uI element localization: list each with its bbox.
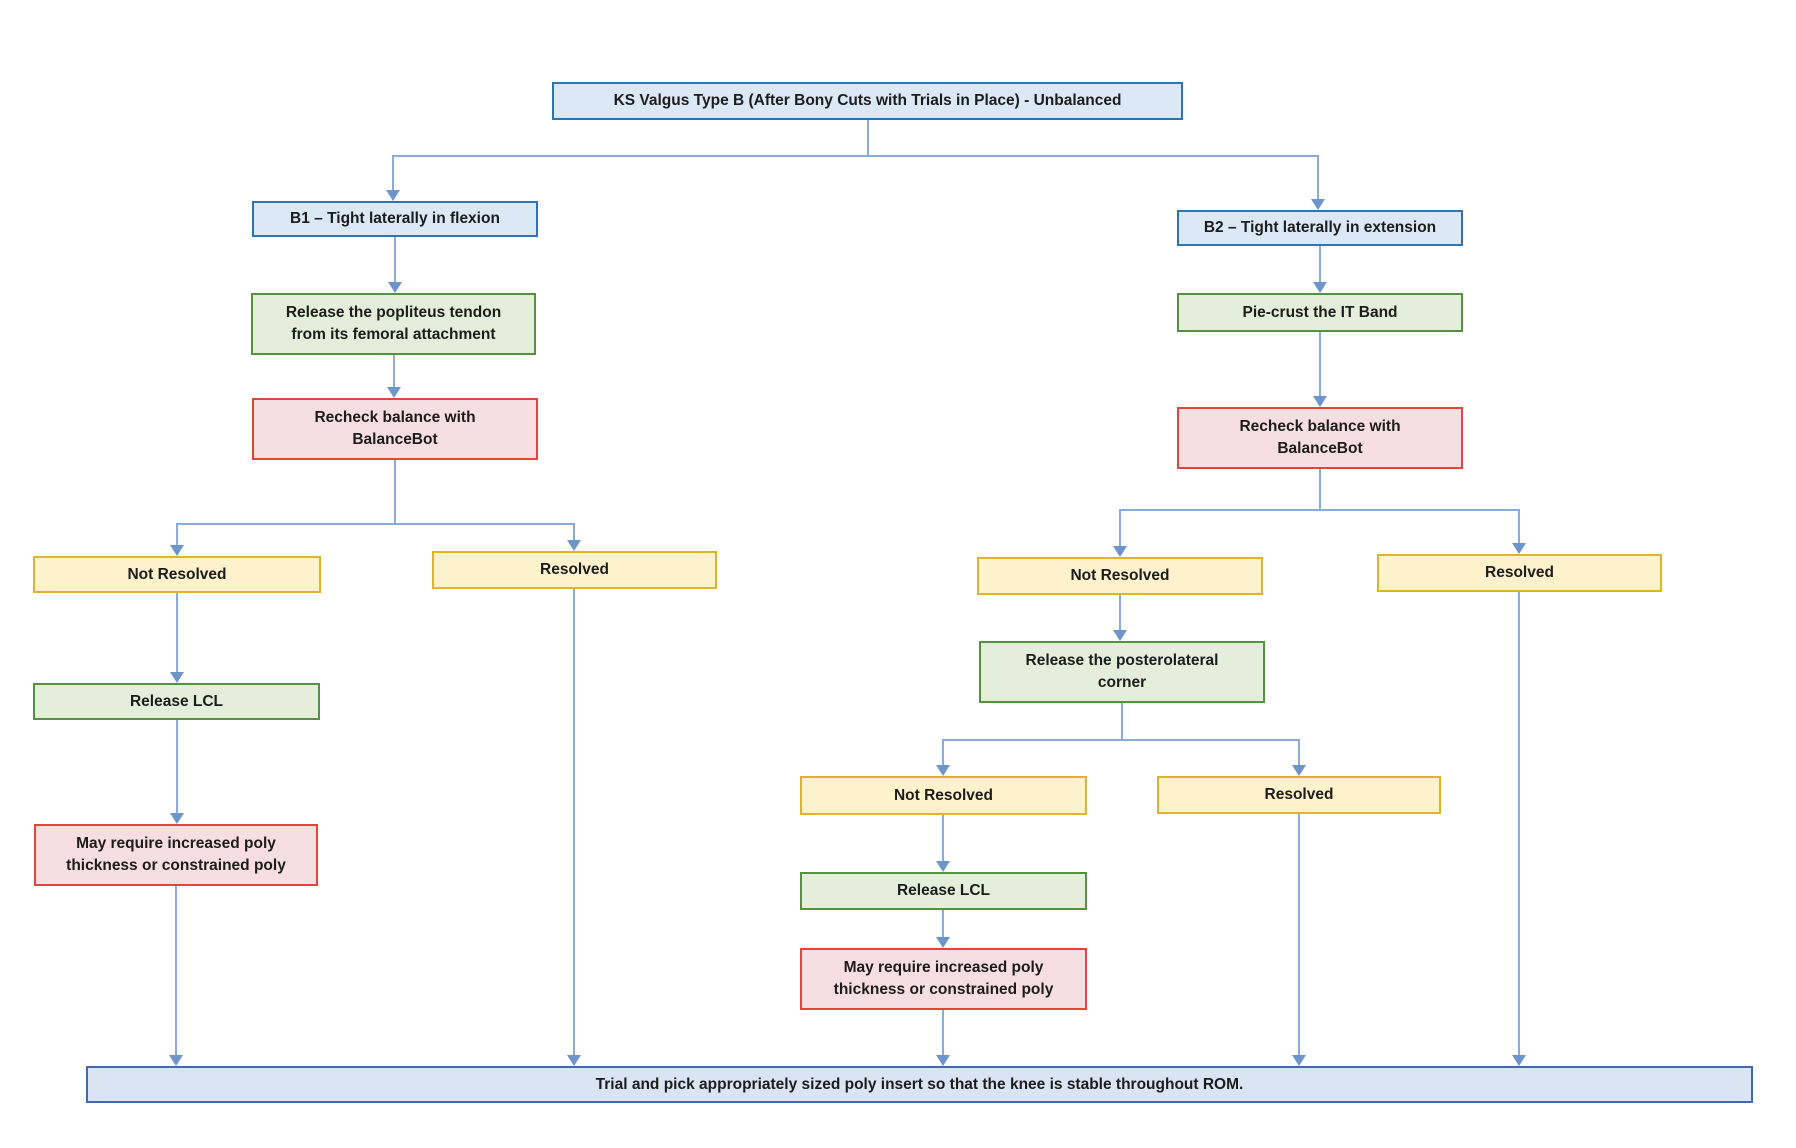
arrowhead — [170, 672, 184, 683]
connector — [1518, 509, 1520, 545]
connector — [1298, 739, 1300, 767]
arrowhead — [170, 813, 184, 824]
connector — [1319, 246, 1321, 284]
connector — [394, 460, 396, 524]
arrowhead — [936, 765, 950, 776]
connector — [176, 720, 178, 815]
node-pie-crust-it-band: Pie-crust the IT Band — [1177, 293, 1463, 332]
arrowhead — [169, 1055, 183, 1066]
arrowhead — [1512, 1055, 1526, 1066]
connector — [942, 1010, 944, 1057]
node-may-require-poly-b2: May require increased poly thickness or … — [800, 948, 1087, 1010]
node-recheck-balance-b1: Recheck balance with BalanceBot — [252, 398, 538, 460]
connector — [573, 589, 575, 1057]
arrowhead — [387, 387, 401, 398]
connector — [942, 739, 1299, 741]
connector — [1317, 155, 1319, 200]
connector — [394, 237, 396, 283]
node-release-lcl-b2: Release LCL — [800, 872, 1087, 910]
node-b2-plc-resolved: Resolved — [1157, 776, 1441, 814]
connector — [942, 815, 944, 863]
arrowhead — [1313, 282, 1327, 293]
connector — [1298, 814, 1300, 1057]
connector — [1119, 509, 1121, 548]
connector — [393, 155, 1319, 157]
node-b2-not-resolved: Not Resolved — [977, 557, 1263, 595]
arrowhead — [1113, 630, 1127, 641]
node-b2-header: B2 – Tight laterally in extension — [1177, 210, 1463, 246]
node-footer-trial: Trial and pick appropriately sized poly … — [86, 1066, 1753, 1103]
node-b2-resolved: Resolved — [1377, 554, 1662, 592]
connector — [1319, 332, 1321, 398]
arrowhead — [1311, 199, 1325, 210]
arrowhead — [386, 190, 400, 201]
arrowhead — [388, 282, 402, 293]
connector — [393, 355, 395, 389]
node-release-posterolateral-corner: Release the posterolateral corner — [979, 641, 1265, 703]
node-recheck-balance-b2: Recheck balance with BalanceBot — [1177, 407, 1463, 469]
arrowhead — [1512, 543, 1526, 554]
connector — [1121, 703, 1123, 740]
connector — [175, 886, 177, 1057]
arrowhead — [936, 861, 950, 872]
connector — [392, 155, 394, 191]
connector — [176, 593, 178, 674]
node-may-require-poly-b1: May require increased poly thickness or … — [34, 824, 318, 886]
connector — [573, 523, 575, 542]
node-b2-plc-not-resolved: Not Resolved — [800, 776, 1087, 815]
arrowhead — [1292, 1055, 1306, 1066]
arrowhead — [1313, 396, 1327, 407]
connector — [1119, 595, 1121, 632]
node-release-lcl-b1: Release LCL — [33, 683, 320, 720]
node-b1-header: B1 – Tight laterally in flexion — [252, 201, 538, 237]
node-b1-not-resolved: Not Resolved — [33, 556, 321, 593]
arrowhead — [936, 1055, 950, 1066]
connector — [867, 120, 869, 156]
connector — [1119, 509, 1519, 511]
node-release-popliteus: Release the popliteus tendon from its fe… — [251, 293, 536, 355]
arrowhead — [936, 937, 950, 948]
connector — [176, 523, 178, 547]
arrowhead — [567, 1055, 581, 1066]
connector — [176, 523, 575, 525]
connector — [942, 910, 944, 939]
connector — [942, 739, 944, 767]
arrowhead — [1113, 546, 1127, 557]
node-root-title: KS Valgus Type B (After Bony Cuts with T… — [552, 82, 1183, 120]
arrowhead — [567, 540, 581, 551]
node-b1-resolved: Resolved — [432, 551, 717, 589]
arrowhead — [170, 545, 184, 556]
connector — [1319, 469, 1321, 510]
connector — [1518, 592, 1520, 1057]
arrowhead — [1292, 765, 1306, 776]
